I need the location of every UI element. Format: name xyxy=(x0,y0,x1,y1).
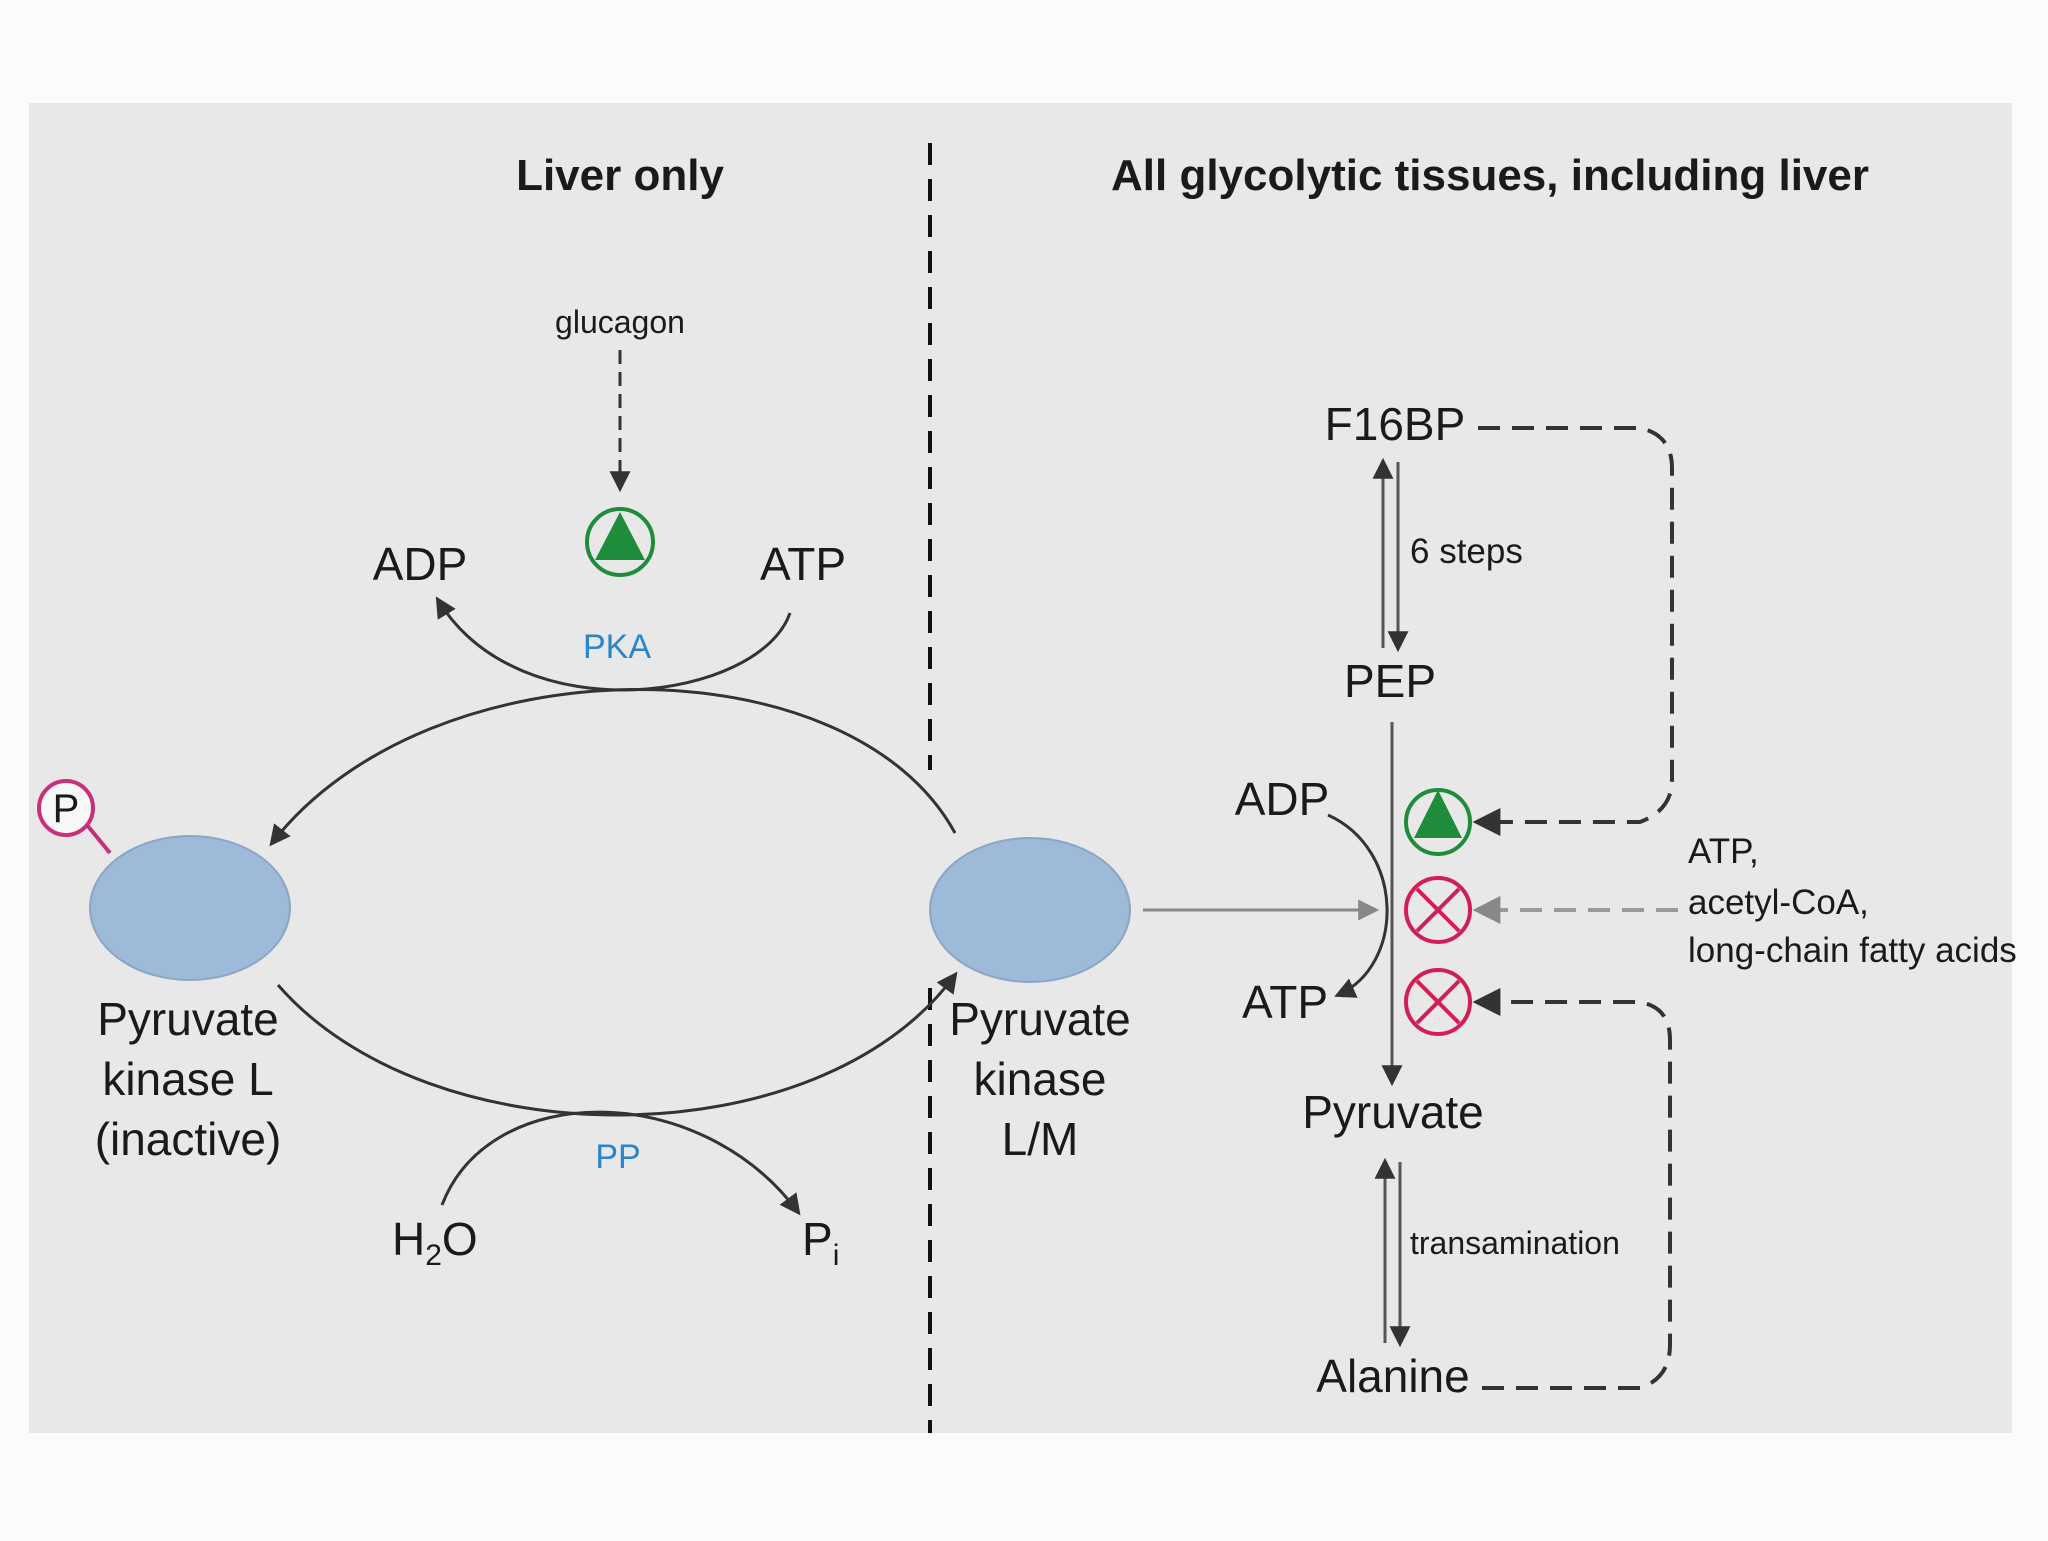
transamination-label: transamination xyxy=(1410,1225,1620,1261)
atp-label-left: ATP xyxy=(760,538,846,590)
adp-label-left: ADP xyxy=(373,538,468,590)
inhibitor-label-2: acetyl-CoA, xyxy=(1688,883,1869,922)
right-heading: All glycolytic tissues, including liver xyxy=(1111,151,1869,200)
pep-label: PEP xyxy=(1344,655,1436,707)
pka-label: PKA xyxy=(583,628,651,666)
alanine-label: Alanine xyxy=(1316,1350,1469,1402)
pyruvate-kinase-l-inactive-shape xyxy=(89,835,291,981)
enzyme-inactive-line-1: Pyruvate xyxy=(97,993,279,1045)
enzyme-active-line-3: L/M xyxy=(1002,1113,1079,1165)
f16bp-feedforward-line xyxy=(1472,426,1674,836)
enzyme-active-line-1: Pyruvate xyxy=(949,993,1131,1045)
phosphate-group-icon xyxy=(37,779,95,837)
phosphate-group-label: P xyxy=(53,787,80,831)
pp-cofactor-arrow xyxy=(440,1110,801,1216)
pyruvate-label: Pyruvate xyxy=(1302,1086,1484,1138)
six-steps-label: 6 steps xyxy=(1410,532,1523,571)
adp-label-right: ADP xyxy=(1235,773,1330,825)
dephosphorylation-arc xyxy=(276,971,958,1117)
left-heading: Liver only xyxy=(516,151,724,200)
enzyme-inactive-line-3: (inactive) xyxy=(95,1113,282,1165)
atp-label-right: ATP xyxy=(1242,976,1328,1028)
alanine-feedback-line xyxy=(1472,988,1672,1390)
adp-to-atp-arrow xyxy=(1327,813,1389,998)
f16bp-label: F16BP xyxy=(1325,398,1466,450)
phosphorylation-arc xyxy=(269,688,957,847)
inhibitor-label-1: ATP, xyxy=(1688,832,1759,871)
phosphate-label: Pi xyxy=(802,1213,839,1272)
water-label: H2O xyxy=(392,1213,478,1272)
inhibitor-label-3: long-chain fatty acids xyxy=(1688,931,2017,970)
enzyme-active-line-2: kinase xyxy=(974,1053,1107,1105)
atp-acetylcoa-inhibitor-icon xyxy=(1404,876,1472,944)
glucagon-label: glucagon xyxy=(555,304,685,340)
figure-background xyxy=(29,103,2012,1433)
pp-label: PP xyxy=(595,1138,640,1176)
enzyme-inactive-line-2: kinase L xyxy=(102,1053,273,1105)
phospho-bond xyxy=(85,823,112,855)
activator-icon xyxy=(585,507,655,577)
pyruvate-kinase-lm-shape xyxy=(929,837,1131,983)
f16bp-activator-icon xyxy=(1404,788,1472,856)
alanine-inhibitor-icon xyxy=(1404,968,1472,1036)
